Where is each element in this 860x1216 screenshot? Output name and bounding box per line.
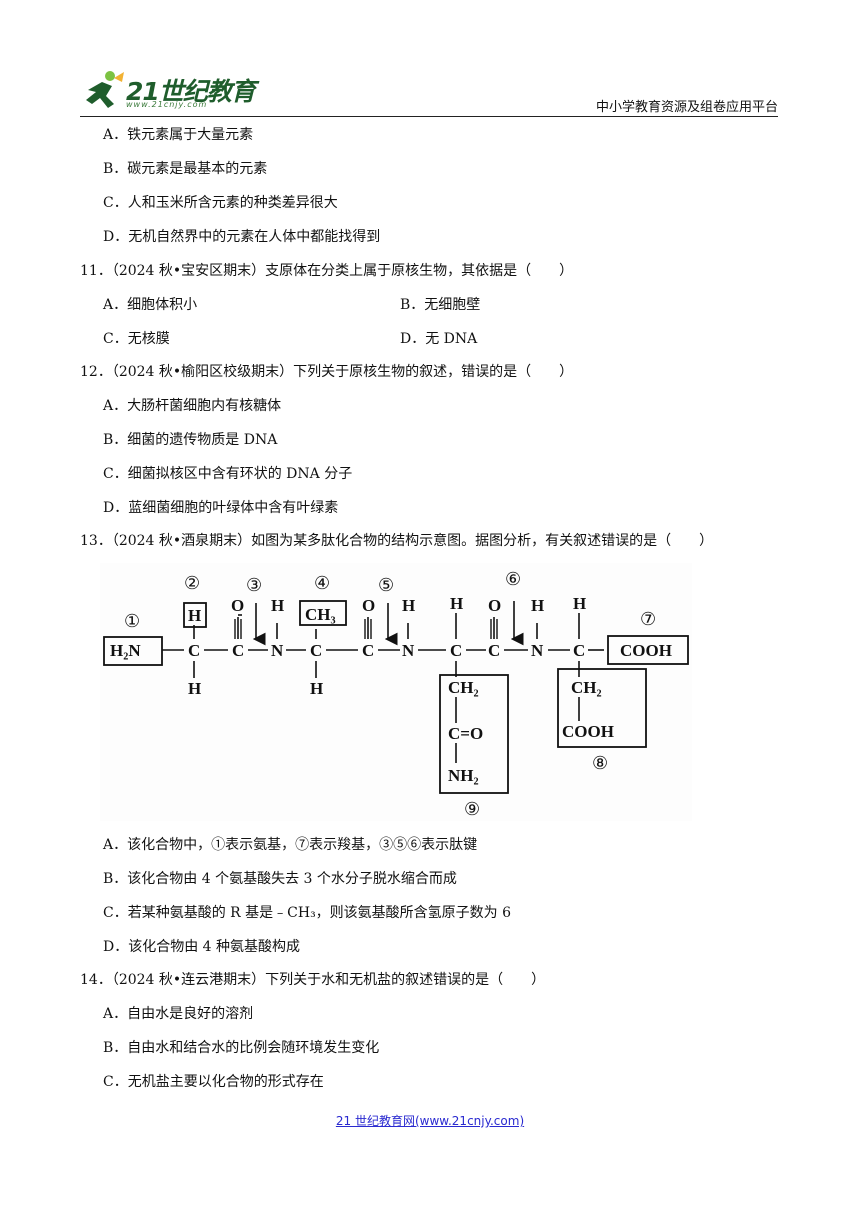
circle-label-6: ⑥ [505, 569, 521, 590]
q13-stem: 13．（2024 秋•酒泉期末）如图为某多肽化合物的结构示意图。据图分析，有关叙… [80, 533, 714, 549]
q13-option-d: D．该化合物由 4 种氨基酸构成 [103, 939, 301, 955]
circle-label-3: ③ [246, 575, 262, 596]
c-carbonyl-1: C [232, 641, 244, 660]
page-header: 21世纪教育 www.21cnjy.com 中小学教育资源及组卷应用平台 [80, 66, 778, 118]
h-label-3: H [450, 594, 463, 613]
h2n-label: H₂N [110, 641, 141, 660]
ch2-label-8: CH₂ [571, 678, 602, 697]
c-eq-o-label: C=O [448, 724, 483, 743]
footer-link[interactable]: 21 世纪教育网(www.21cnjy.com) [335, 1114, 525, 1128]
q13-option-c: C．若某种氨基酸的 R 基是﹣CH₃，则该氨基酸所含氢原子数为 6 [103, 905, 512, 921]
h-label-1b: H [188, 679, 201, 698]
header-divider [80, 116, 778, 117]
q12-option-d: D．蓝细菌细胞的叶绿体中含有叶绿素 [103, 500, 339, 516]
n-label-3: N [531, 641, 544, 660]
circle-label-1: ① [124, 611, 140, 632]
logo-text: 21世纪教育 [126, 77, 256, 106]
h-label-4: H [573, 594, 586, 613]
q14-stem: 14．（2024 秋•连云港期末）下列关于水和无机盐的叙述错误的是（ ） [80, 972, 546, 988]
q14-option-b: B．自由水和结合水的比例会随环境发生变化 [103, 1040, 380, 1056]
o-label-2: O [362, 596, 375, 615]
circle-label-4: ④ [314, 573, 330, 594]
q11-option-c: C．无核膜 [103, 331, 170, 347]
h-label-2b: H [310, 679, 323, 698]
ch2-label-9: CH₂ [448, 678, 479, 697]
page-footer: 21 世纪教育网(www.21cnjy.com) [0, 1112, 860, 1129]
circle-label-2: ② [184, 573, 200, 594]
circle-label-8: ⑧ [592, 753, 608, 774]
c-alpha-2: C [310, 641, 322, 660]
circle-label-7: ⑦ [640, 609, 656, 630]
site-logo[interactable]: 21世纪教育 www.21cnjy.com [80, 66, 260, 116]
h-label-n2: H [402, 596, 415, 615]
polypeptide-diagram: H₂N H C H O C H N CH₃ C H O C H N H C CH… [100, 563, 692, 821]
q10-option-c: C．人和玉米所含元素的种类差异很大 [103, 195, 338, 211]
runner-icon [86, 71, 124, 108]
q10-option-d: D．无机自然界中的元素在人体中都能找得到 [103, 229, 381, 245]
q14-option-c: C．无机盐主要以化合物的形式存在 [103, 1074, 324, 1090]
c-alpha-4: C [573, 641, 585, 660]
cooh-label-7: COOH [620, 641, 672, 660]
n-label-1: N [271, 641, 284, 660]
q12-option-c: C．细菌拟核区中含有环状的 DNA 分子 [103, 466, 353, 482]
o-label-3: O [488, 596, 501, 615]
circle-label-9: ⑨ [464, 799, 480, 820]
platform-title: 中小学教育资源及组卷应用平台 [595, 100, 778, 115]
q13-option-a: A．该化合物中，①表示氨基，⑦表示羧基，③⑤⑥表示肽键 [103, 837, 478, 853]
logo-url: www.21cnjy.com [126, 100, 208, 109]
q12-option-a: A．大肠杆菌细胞内有核糖体 [103, 398, 282, 414]
q12-stem: 12．（2024 秋•榆阳区校级期末）下列关于原核生物的叙述，错误的是（ ） [80, 364, 574, 380]
c-carbonyl-3: C [488, 641, 500, 660]
n-label-2: N [402, 641, 415, 660]
c-alpha-1: C [188, 641, 200, 660]
q10-option-b: B．碳元素是最基本的元素 [103, 161, 268, 177]
q14-option-a: A．自由水是良好的溶剂 [103, 1006, 254, 1022]
nh2-label: NH₂ [448, 766, 479, 785]
ch3-label: CH₃ [305, 605, 336, 624]
h-label-n3: H [531, 596, 544, 615]
cooh-label-8: COOH [562, 722, 614, 741]
q11-option-b: B．无细胞壁 [400, 297, 481, 313]
o-label-1: O [231, 596, 244, 615]
c-alpha-3: C [450, 641, 462, 660]
q13-option-b: B．该化合物由 4 个氨基酸失去 3 个水分子脱水缩合而成 [103, 871, 457, 887]
q10-option-a: A．铁元素属于大量元素 [103, 127, 254, 143]
h-label-n1: H [271, 596, 284, 615]
circle-label-5: ⑤ [378, 575, 394, 596]
q11-stem: 11．（2024 秋•宝安区期末）支原体在分类上属于原核生物，其依据是（ ） [80, 263, 574, 279]
c-carbonyl-2: C [362, 641, 374, 660]
q12-option-b: B．细菌的遗传物质是 DNA [103, 432, 278, 448]
q11-option-d: D．无 DNA [400, 331, 478, 347]
h-label-2: H [188, 606, 201, 625]
q11-option-a: A．细胞体积小 [103, 297, 198, 313]
